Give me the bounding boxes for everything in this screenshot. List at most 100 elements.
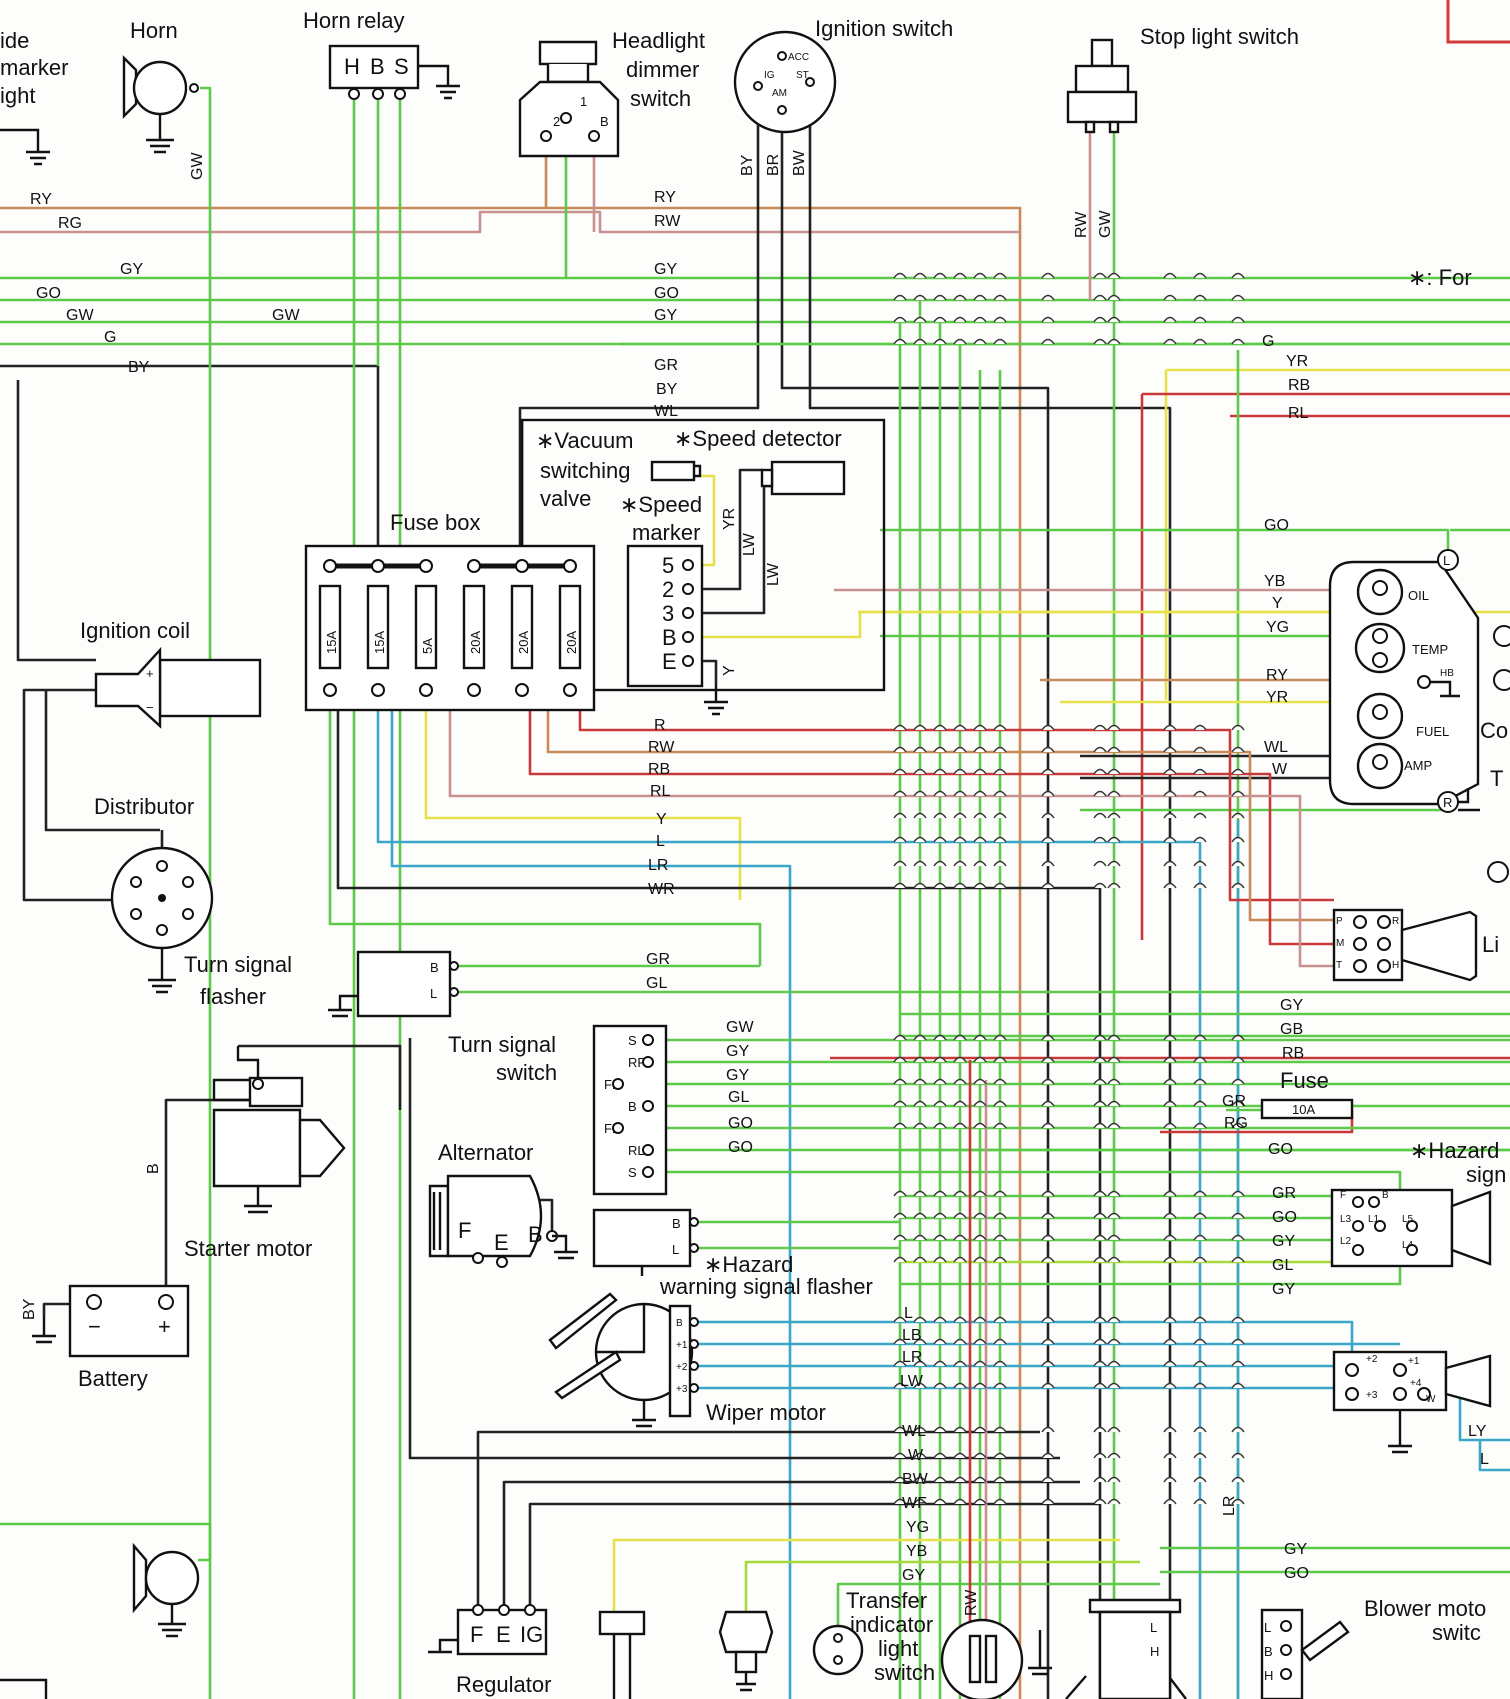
vacuum-valve-label-3: valve [540, 486, 591, 511]
tss-term-pin [642, 1144, 654, 1156]
wire-hop [1093, 1234, 1107, 1241]
hazard-switch-term: L3 [1340, 1214, 1352, 1225]
wiper-term: +2 [676, 1362, 688, 1373]
wire-hop [993, 860, 1007, 867]
wire-hop [933, 272, 947, 279]
wire-hop [953, 860, 967, 867]
dimmer-label-3: switch [630, 86, 691, 111]
t-partial-label: T [1490, 766, 1503, 791]
wire-yellow [612, 1538, 1120, 1612]
starter-motor-label: Starter motor [184, 1236, 312, 1261]
wire-hop [1041, 1452, 1055, 1459]
wire-label: GL [728, 1089, 749, 1106]
wire-hop [893, 316, 907, 323]
wire-hop [953, 1452, 967, 1459]
tss-label-2: switch [496, 1060, 557, 1085]
wire-hop [893, 790, 907, 797]
wire-hop [1041, 1234, 1055, 1241]
wire-label: GY [1284, 1541, 1307, 1558]
wire-hop [933, 1338, 947, 1345]
wire-hop [1093, 1034, 1107, 1041]
wire-green [200, 86, 212, 1699]
blower-switch-term-h: H [1264, 1668, 1273, 1683]
wire-hop [893, 1256, 907, 1263]
wire-label: RW [648, 739, 675, 756]
wire-hop [993, 790, 1007, 797]
wire-label-vertical: BY [21, 1298, 38, 1320]
wire-hop [1231, 860, 1245, 867]
wire-hop [1231, 1316, 1245, 1323]
ls-term-r: R [1392, 916, 1399, 927]
wire-hop [1041, 746, 1055, 753]
wire-hop [913, 1338, 927, 1345]
wire-hop [1163, 1122, 1177, 1129]
wire-hop [953, 1382, 967, 1389]
wire-hop [893, 1056, 907, 1063]
hazard-flasher-term-b: B [672, 1216, 681, 1231]
wire-hop [993, 1256, 1007, 1263]
wire-hop [1041, 294, 1055, 301]
ws-term-plus1: +1 [1408, 1356, 1420, 1367]
wire-hop [973, 812, 987, 819]
wire-hop [933, 768, 947, 775]
ls-term-h: H [1392, 960, 1399, 971]
fuse-rating: 5A [420, 638, 435, 654]
meter-hb-label: HB [1440, 668, 1454, 679]
wire-green [328, 700, 762, 966]
ws-term-w: W [1426, 1394, 1436, 1405]
wire-hop [913, 882, 927, 889]
wire-hop [1231, 882, 1245, 889]
wire-hop [1107, 272, 1121, 279]
wire-hop [973, 790, 987, 797]
wire-hop [893, 860, 907, 867]
reg-term-ig: IG [520, 1622, 543, 1647]
transfer-label-1: Transfer [846, 1588, 927, 1613]
regulator: F E IG Regulator [428, 1604, 551, 1697]
wire-brown [546, 690, 1334, 922]
wire-hop [1041, 1078, 1055, 1085]
wire-hop [973, 1382, 987, 1389]
wire-hop [1107, 1190, 1121, 1197]
fuse [318, 584, 342, 670]
wire-hop [1231, 1212, 1245, 1219]
wire-hop [993, 272, 1007, 279]
wire-hop [1231, 1034, 1245, 1041]
wire-hop [893, 1452, 907, 1459]
speed-detector-label: ∗Speed detector [674, 426, 842, 451]
wire-hop [933, 338, 947, 345]
wire-hop [953, 768, 967, 775]
wiper-term: B [676, 1318, 683, 1329]
wire-hop [973, 1234, 987, 1241]
wire-hop [973, 1316, 987, 1323]
wire-hop [1107, 746, 1121, 753]
wire-label: GY [654, 261, 677, 278]
wire-hop [1093, 724, 1107, 731]
wire-hop [1107, 1316, 1121, 1323]
wire-hop [1107, 1078, 1121, 1085]
wire-hop [1093, 746, 1107, 753]
wire-hop [893, 1034, 907, 1041]
wire-label: YR [1286, 353, 1308, 370]
wire-label: GO [654, 285, 679, 302]
wire-label: R [654, 717, 666, 734]
wire-hop [1041, 1034, 1055, 1041]
wire-hop [1163, 746, 1177, 753]
wire-hop [913, 338, 927, 345]
tss-term: B [628, 1099, 637, 1114]
wire-black [22, 688, 112, 902]
wire-blue [376, 690, 1202, 1699]
wire-hop [933, 1382, 947, 1389]
wire-hop [973, 836, 987, 843]
wire-hop [1193, 1100, 1207, 1107]
wire-label: GY [120, 261, 143, 278]
wire-hop [1231, 768, 1245, 775]
wire-black [44, 690, 160, 832]
wire-black [336, 700, 1102, 1699]
wire-label: RG [1224, 1115, 1248, 1132]
wire-hop [1107, 1452, 1121, 1459]
wire-brown [0, 206, 1022, 1699]
wire-hop [913, 1498, 927, 1505]
turn-signal-flasher: Turn signal flasher B L [184, 950, 459, 1018]
wire-label: GY [726, 1043, 749, 1060]
